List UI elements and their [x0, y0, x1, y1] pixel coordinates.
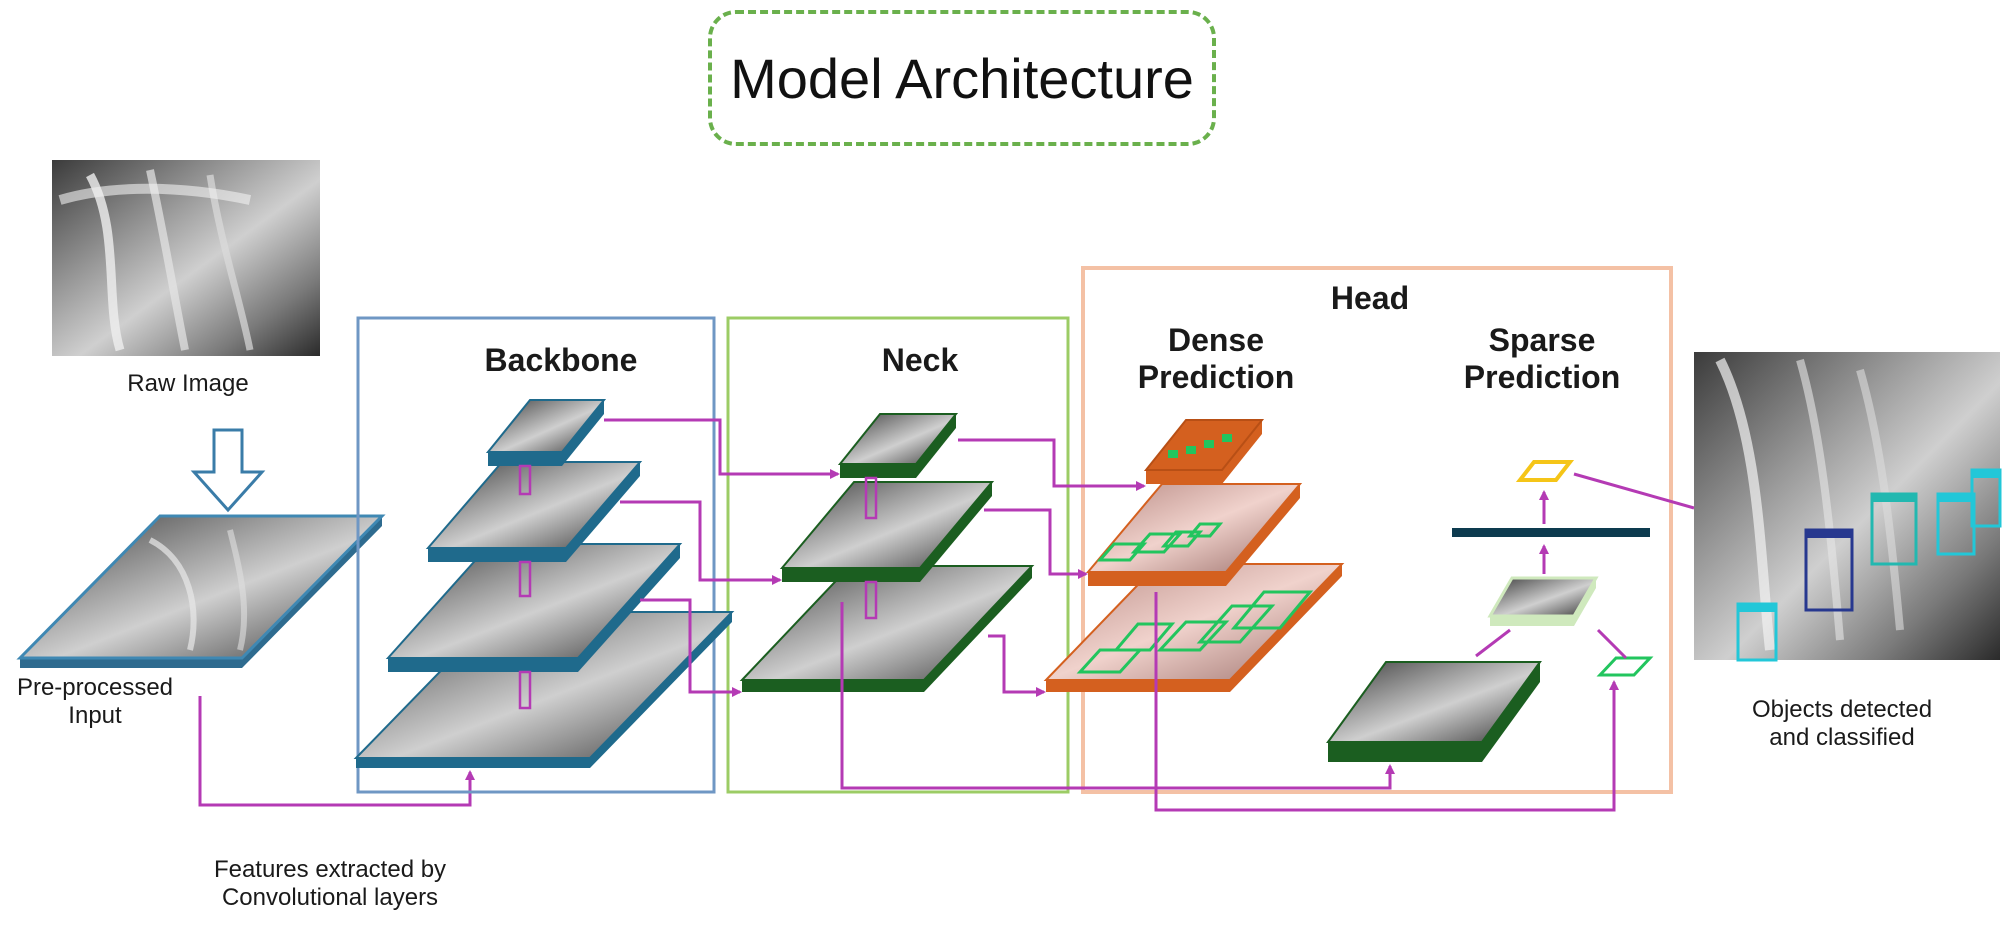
diagram-title: Model Architecture — [730, 46, 1194, 110]
head-feature-map — [1326, 661, 1542, 762]
head-frame — [1081, 266, 1673, 794]
neck-frame — [726, 316, 1070, 794]
sparse-line-2: Prediction — [1463, 358, 1621, 395]
backbone-vertical-connectors — [518, 464, 532, 710]
neck-vertical-connectors — [864, 476, 878, 620]
backbone-layer-1 — [485, 399, 607, 466]
input-to-backbone-connector — [198, 696, 475, 807]
sparse-line-1: Sparse — [1488, 322, 1596, 358]
head-label: Head — [1330, 280, 1410, 316]
preprocessed-line-2: Input — [68, 701, 122, 729]
dense-line-1: Dense — [1167, 322, 1265, 358]
dense-prediction-label: Dense Prediction — [1110, 322, 1322, 396]
dense-layer-2 — [1085, 483, 1303, 586]
neck-layer-3 — [739, 565, 1035, 692]
title-box: Model Architecture — [708, 10, 1216, 146]
features-line-1: Features extracted by — [213, 856, 447, 883]
neck-layer-1 — [837, 413, 959, 478]
raw-image-label: Raw Image — [127, 370, 249, 397]
dense-line-2: Prediction — [1137, 358, 1295, 395]
down-arrow-icon — [190, 428, 266, 513]
sparse-prediction-label: Sparse Prediction — [1436, 322, 1648, 396]
dense-layer-3 — [1043, 563, 1345, 692]
dense-layer-1 — [1143, 419, 1265, 484]
sparse-bar — [1452, 528, 1650, 537]
preprocessed-line-1: Pre-processed — [16, 674, 174, 701]
objects-line-1: Objects detected — [1751, 696, 1933, 723]
raw-image — [52, 160, 320, 356]
sparse-proposal-box — [1596, 656, 1654, 677]
objects-line-2: and classified — [1769, 723, 1915, 751]
features-line-2: Convolutional layers — [221, 883, 439, 911]
backbone-layer-3 — [385, 543, 683, 672]
neck-layer-2 — [779, 481, 995, 582]
objects-detected-label: Objects detected and classified — [1722, 696, 1962, 751]
output-image — [1694, 352, 2002, 662]
backbone-layer-4 — [353, 611, 735, 768]
sparse-feature-map — [1487, 576, 1599, 626]
features-extracted-label: Features extracted by Convolutional laye… — [180, 856, 480, 911]
connectors — [604, 418, 1695, 812]
neck-label: Neck — [881, 342, 959, 378]
backbone-frame — [356, 316, 716, 794]
backbone-layer-2 — [425, 461, 643, 562]
preprocessed-input — [16, 514, 386, 668]
preprocessed-input-label: Pre-processed Input — [0, 674, 190, 729]
sparse-output-box — [1515, 460, 1575, 482]
backbone-label: Backbone — [484, 342, 638, 378]
